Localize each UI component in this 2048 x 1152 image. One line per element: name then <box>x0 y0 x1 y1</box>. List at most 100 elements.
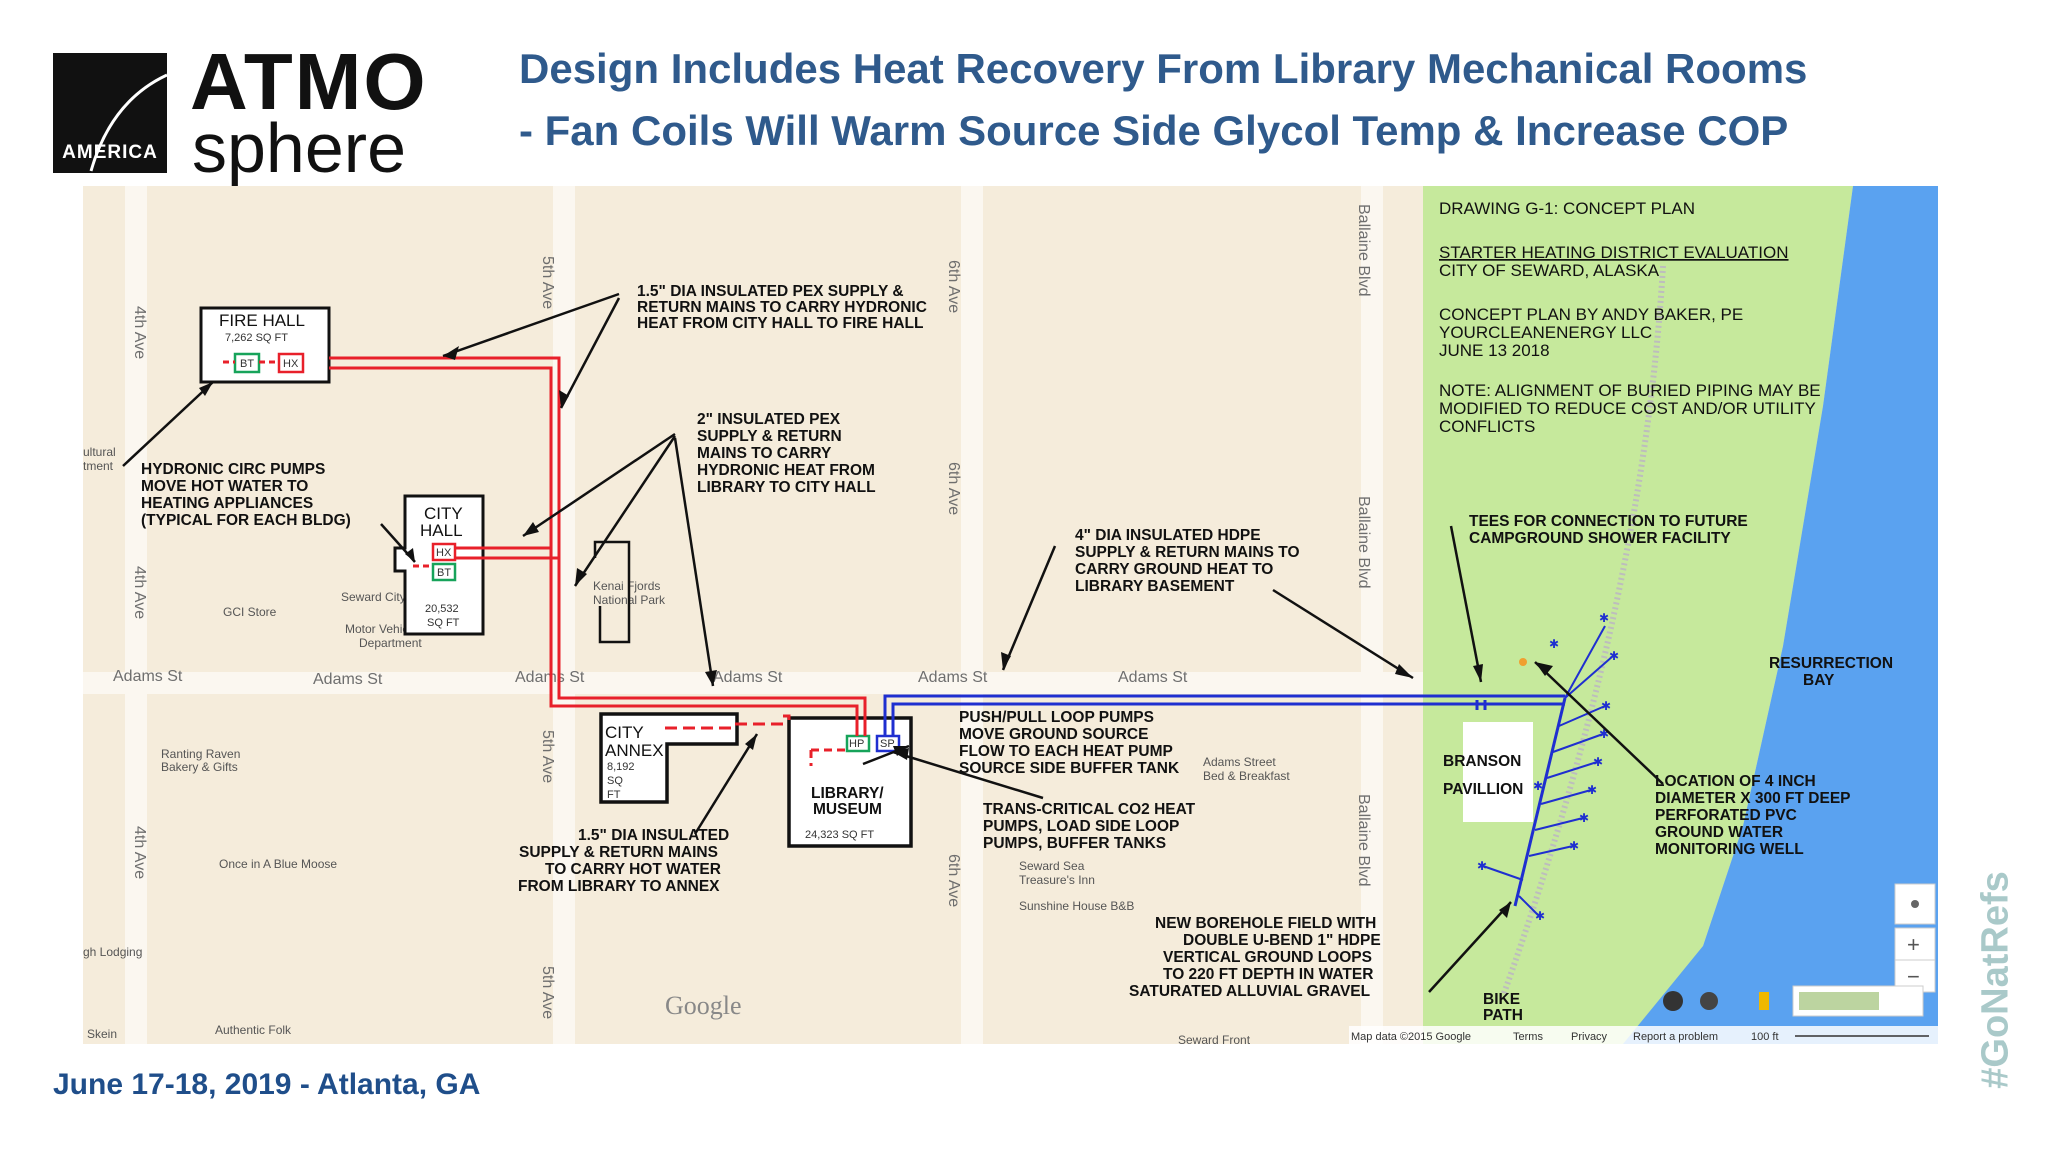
svg-text:✱: ✱ <box>1549 637 1559 651</box>
svg-text:HYDRONIC CIRC PUMPS: HYDRONIC CIRC PUMPS <box>141 461 325 478</box>
poi-motor-vehicle-2: Department <box>359 636 422 650</box>
svg-text:SOURCE SIDE BUFFER TANK: SOURCE SIDE BUFFER TANK <box>959 760 1180 777</box>
my-location-icon <box>1911 900 1919 908</box>
library-name-2: MUSEUM <box>813 801 882 818</box>
street-label-adams-6: Adams St <box>1118 669 1188 686</box>
street-label-adams-2: Adams St <box>313 671 383 688</box>
annotation-pex-fire: 1.5" DIA INSULATED PEX SUPPLY & RETURN M… <box>637 283 927 332</box>
slide-title-line-1: Design Includes Heat Recovery From Libra… <box>519 45 1808 92</box>
svg-text:✱: ✱ <box>1533 779 1543 793</box>
map-report-link[interactable]: Report a problem <box>1633 1031 1718 1043</box>
fire-hall-bt: BT <box>240 358 254 370</box>
building-fire-hall: FIRE HALL 7,262 SQ FT BT HX <box>199 306 331 384</box>
svg-text:PUMPS, LOAD SIDE LOOP: PUMPS, LOAD SIDE LOOP <box>983 818 1179 835</box>
arrow-heads <box>199 346 1553 918</box>
svg-text:✱: ✱ <box>1569 839 1579 853</box>
annotation-hdpe: 4" DIA INSULATED HDPE SUPPLY & RETURN MA… <box>1075 527 1300 595</box>
city-annex-area-2: SQ <box>607 775 623 787</box>
gear-icon[interactable] <box>1700 992 1718 1010</box>
fire-hall-area: 7,262 SQ FT <box>225 332 288 344</box>
logo-badge-text: AMERICA <box>62 142 158 163</box>
svg-text:BIKE: BIKE <box>1483 991 1520 1008</box>
drawing-city: CITY OF SEWARD, ALASKA <box>1439 261 1660 280</box>
drawing-date: JUNE 13 2018 <box>1439 341 1550 360</box>
street-label-5th-3: 5th Ave <box>539 966 556 1019</box>
zoom-in-label: + <box>1907 932 1920 957</box>
footer-event-date: June 17-18, 2019 - Atlanta, GA <box>53 1068 481 1101</box>
svg-text:BAY: BAY <box>1803 672 1835 689</box>
map-scale-label: 100 ft <box>1751 1031 1779 1043</box>
annotation-tees: TEES FOR CONNECTION TO FUTURE CAMPGROUND… <box>1469 513 1748 547</box>
map-bottom-toolbar[interactable] <box>1663 985 1924 1017</box>
svg-text:PUMPS, BUFFER TANKS: PUMPS, BUFFER TANKS <box>983 835 1166 852</box>
svg-text:2" INSULATED PEX: 2" INSULATED PEX <box>697 411 841 428</box>
annotation-co2: TRANS-CRITICAL CO2 HEAT PUMPS, LOAD SIDE… <box>983 801 1196 852</box>
building-library-museum: LIBRARY/ MUSEUM 24,323 SQ FT HP SP <box>787 716 913 848</box>
street-label-5th-1: 5th Ave <box>539 256 556 309</box>
map-terms-link[interactable]: Terms <box>1513 1031 1543 1043</box>
svg-text:TRANS-CRITICAL CO2 HEAT: TRANS-CRITICAL CO2 HEAT <box>983 801 1196 818</box>
svg-text:HEATING APPLIANCES: HEATING APPLIANCES <box>141 495 313 512</box>
map-data-credit: Map data ©2015 Google <box>1351 1031 1471 1043</box>
library-area: 24,323 SQ FT <box>805 829 874 841</box>
city-annex-area-1: 8,192 <box>607 761 635 773</box>
map-privacy-link[interactable]: Privacy <box>1571 1031 1608 1043</box>
street-label-6th-2: 6th Ave <box>945 462 962 515</box>
blue-ground-piping <box>883 694 1567 907</box>
svg-text:✱: ✱ <box>1477 859 1487 873</box>
leader-arrows <box>122 292 1664 993</box>
branson-name-1: BRANSON <box>1443 753 1521 770</box>
svg-text:1.5" DIA INSULATED: 1.5" DIA INSULATED <box>578 827 729 844</box>
svg-text:✱: ✱ <box>1599 611 1609 625</box>
annotation-annex-mains: 1.5" DIA INSULATED SUPPLY & RETURN MAINS… <box>518 827 729 895</box>
drawing-info-block: DRAWING G-1: CONCEPT PLAN STARTER HEATIN… <box>1439 199 1821 436</box>
annotation-pushpull: PUSH/PULL LOOP PUMPS MOVE GROUND SOURCE … <box>959 709 1180 777</box>
resurrection-bay-water <box>1623 186 1938 1044</box>
pegman-icon[interactable] <box>1759 992 1769 1010</box>
svg-text:CAMPGROUND SHOWER FACILITY: CAMPGROUND SHOWER FACILITY <box>1469 530 1731 547</box>
street-label-4th-2: 4th Ave <box>131 566 148 619</box>
fire-hall-hx: HX <box>283 358 299 370</box>
street-label-4th-1: 4th Ave <box>131 306 148 359</box>
svg-text:FLOW TO EACH HEAT PUMP: FLOW TO EACH HEAT PUMP <box>959 743 1173 760</box>
poi-blue-moose: Once in A Blue Moose <box>219 857 337 871</box>
svg-text:LIBRARY BASEMENT: LIBRARY BASEMENT <box>1075 578 1235 595</box>
poi-gci-store: GCI Store <box>223 605 277 619</box>
library-sp: SP <box>880 738 895 750</box>
svg-text:SUPPLY & RETURN MAINS TO: SUPPLY & RETURN MAINS TO <box>1075 544 1300 561</box>
poi-kenai-1: Kenai Fjords <box>593 579 660 593</box>
svg-text:✱: ✱ <box>1587 783 1597 797</box>
help-icon[interactable] <box>1663 991 1683 1011</box>
zoom-in-button[interactable] <box>1894 927 1936 961</box>
building-city-annex: CITY ANNEX 8,192 SQ FT <box>599 712 739 804</box>
svg-text:FROM LIBRARY TO ANNEX: FROM LIBRARY TO ANNEX <box>518 878 720 895</box>
city-annex-name-1: CITY <box>605 723 644 742</box>
svg-text:SUPPLY & RETURN MAINS: SUPPLY & RETURN MAINS <box>519 844 718 861</box>
library-hp: HP <box>849 738 864 750</box>
drawing-note-2: MODIFIED TO REDUCE COST AND/OR UTILITY <box>1439 399 1816 418</box>
map-attribution: Map data ©2015 Google Terms Privacy Repo… <box>1349 1026 1938 1044</box>
svg-text:MOVE GROUND SOURCE: MOVE GROUND SOURCE <box>959 726 1148 743</box>
street-label-6th-3: 6th Ave <box>945 854 962 907</box>
svg-text:(TYPICAL FOR EACH BLDG): (TYPICAL FOR EACH BLDG) <box>141 512 351 529</box>
poi-skein: Skein <box>87 1027 117 1041</box>
poi-ranting-2: Bakery & Gifts <box>161 760 238 774</box>
city-hall-area-2: SQ FT <box>427 617 460 629</box>
svg-text:✱: ✱ <box>1535 909 1545 923</box>
svg-text:MOVE HOT WATER TO: MOVE HOT WATER TO <box>141 478 308 495</box>
city-hall-hx: HX <box>436 547 452 559</box>
svg-text:NEW BOREHOLE FIELD WITH: NEW BOREHOLE FIELD WITH <box>1155 915 1376 932</box>
svg-text:RESURRECTION: RESURRECTION <box>1769 655 1893 672</box>
street-label-ballaine-2: Ballaine Blvd <box>1355 496 1372 589</box>
poi-adams-bb-1: Adams Street <box>1203 755 1276 769</box>
annotation-circ-pumps: HYDRONIC CIRC PUMPS MOVE HOT WATER TO HE… <box>141 461 351 529</box>
poi-sunshine: Sunshine House B&B <box>1019 899 1134 913</box>
annotation-pex-city: 2" INSULATED PEX SUPPLY & RETURN MAINS T… <box>697 411 876 496</box>
svg-text:PERFORATED PVC: PERFORATED PVC <box>1655 807 1797 824</box>
drawing-header: DRAWING G-1: CONCEPT PLAN <box>1439 199 1695 218</box>
library-name-1: LIBRARY/ <box>811 785 884 802</box>
street-label-ballaine-1: Ballaine Blvd <box>1355 204 1372 297</box>
svg-text:GROUND WATER: GROUND WATER <box>1655 824 1783 841</box>
map-zoom-controls[interactable]: + − <box>1894 883 1936 993</box>
poi-cultural-1: ultural <box>83 445 116 459</box>
